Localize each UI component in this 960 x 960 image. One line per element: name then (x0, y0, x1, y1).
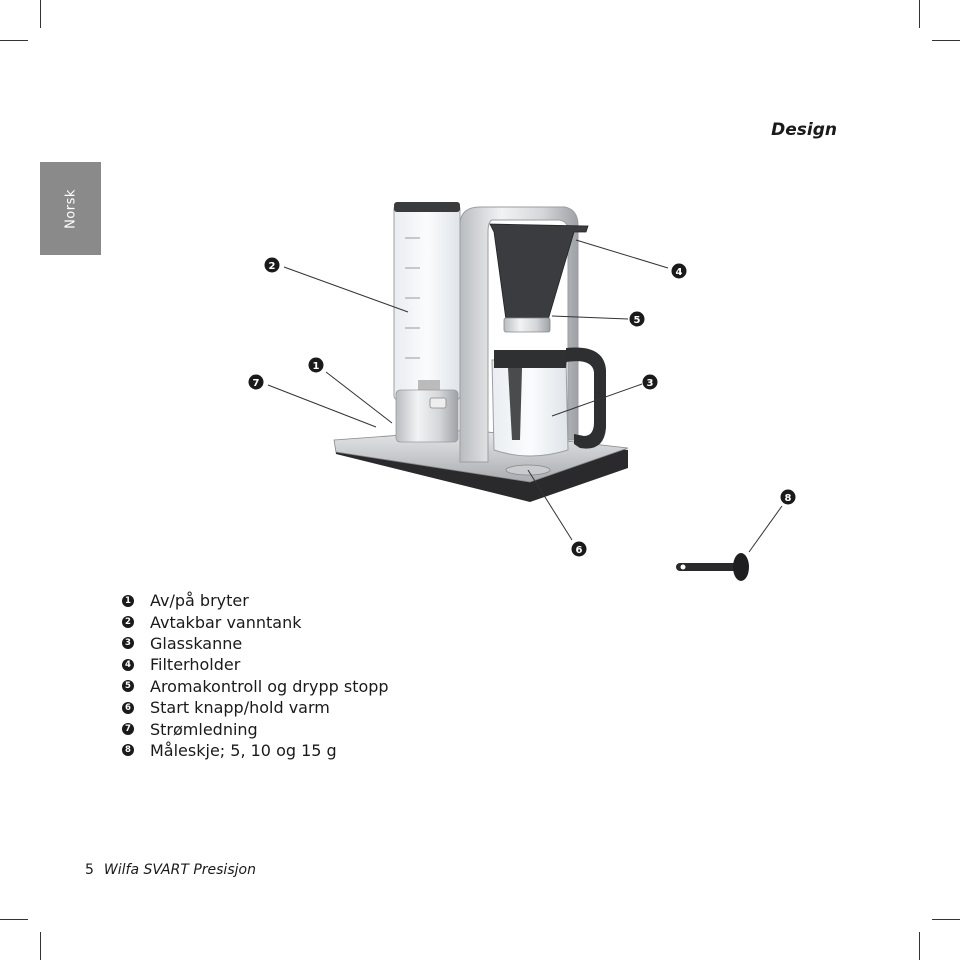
legend-number: 2 (122, 616, 134, 629)
language-tab: Norsk (40, 162, 101, 255)
callout-6: 6 (571, 541, 587, 557)
legend-item: 5 Aromakontroll og drypp stopp (122, 676, 389, 697)
legend-text: Glasskanne (150, 633, 243, 653)
legend-text: Start knapp/hold varm (150, 698, 330, 718)
callout-8: 8 (780, 489, 796, 505)
product-name: Wilfa SVART Presisjon (103, 862, 256, 878)
legend-item: 8 Måleskje; 5, 10 og 15 g (122, 740, 389, 761)
callout-7: 7 (248, 374, 264, 390)
legend-item: 1 Av/på bryter (122, 590, 389, 611)
water-tank (393, 202, 461, 443)
section-title: Design (771, 120, 837, 140)
crop-mark (0, 40, 28, 41)
carafe-handle (566, 347, 606, 449)
legend-number: 1 (122, 594, 134, 607)
legend-text: Strømledning (150, 719, 258, 739)
legend-text: Aromakontroll og drypp stopp (150, 676, 389, 696)
crop-mark (932, 40, 960, 41)
svg-text:3: 3 (647, 378, 654, 389)
power-switch (429, 397, 447, 409)
callout-4: 4 (671, 263, 687, 279)
crop-mark (919, 932, 920, 960)
legend-text: Av/på bryter (150, 591, 249, 611)
callout-3: 3 (642, 374, 658, 390)
legend-number: 6 (122, 701, 134, 714)
callout-2: 2 (264, 257, 280, 273)
crop-mark (932, 919, 960, 920)
page-number: 5 (85, 862, 94, 878)
svg-text:1: 1 (313, 361, 320, 372)
legend-number: 5 (122, 680, 134, 693)
page-footer: 5 Wilfa SVART Presisjon (85, 862, 256, 878)
svg-text:6: 6 (576, 545, 583, 556)
crop-mark (919, 0, 920, 28)
callout-1: 1 (308, 357, 324, 373)
filter-holder (489, 223, 589, 333)
crop-mark (40, 932, 41, 960)
legend-item: 7 Strømledning (122, 718, 389, 739)
leader-lines (267, 239, 783, 553)
measuring-spoon (676, 553, 749, 581)
svg-text:2: 2 (269, 261, 276, 272)
legend-number: 7 (122, 723, 134, 736)
language-tab-label: Norsk (63, 188, 78, 229)
legend-text: Avtakbar vanntank (150, 612, 302, 632)
svg-text:4: 4 (676, 267, 683, 278)
legend-text: Filterholder (150, 655, 241, 675)
legend-item: 2 Avtakbar vanntank (122, 611, 389, 632)
callout-5: 5 (629, 311, 645, 327)
svg-text:5: 5 (634, 315, 641, 326)
legend-text: Måleskje; 5, 10 og 15 g (150, 740, 337, 760)
legend-item: 4 Filterholder (122, 654, 389, 675)
coffee-maker-illustration: 2 4 5 1 7 3 8 6 (230, 185, 820, 590)
parts-legend: 1 Av/på bryter 2 Avtakbar vanntank 3 Glassk… (122, 590, 389, 761)
legend-number: 4 (122, 658, 134, 671)
legend-item: 3 Glasskanne (122, 633, 389, 654)
crop-mark (0, 919, 28, 920)
legend-number: 3 (122, 637, 134, 650)
svg-text:7: 7 (253, 378, 260, 389)
legend-number: 8 (122, 744, 134, 757)
glass-carafe (491, 347, 606, 457)
legend-item: 6 Start knapp/hold varm (122, 697, 389, 718)
svg-text:8: 8 (785, 493, 792, 504)
crop-mark (40, 0, 41, 28)
